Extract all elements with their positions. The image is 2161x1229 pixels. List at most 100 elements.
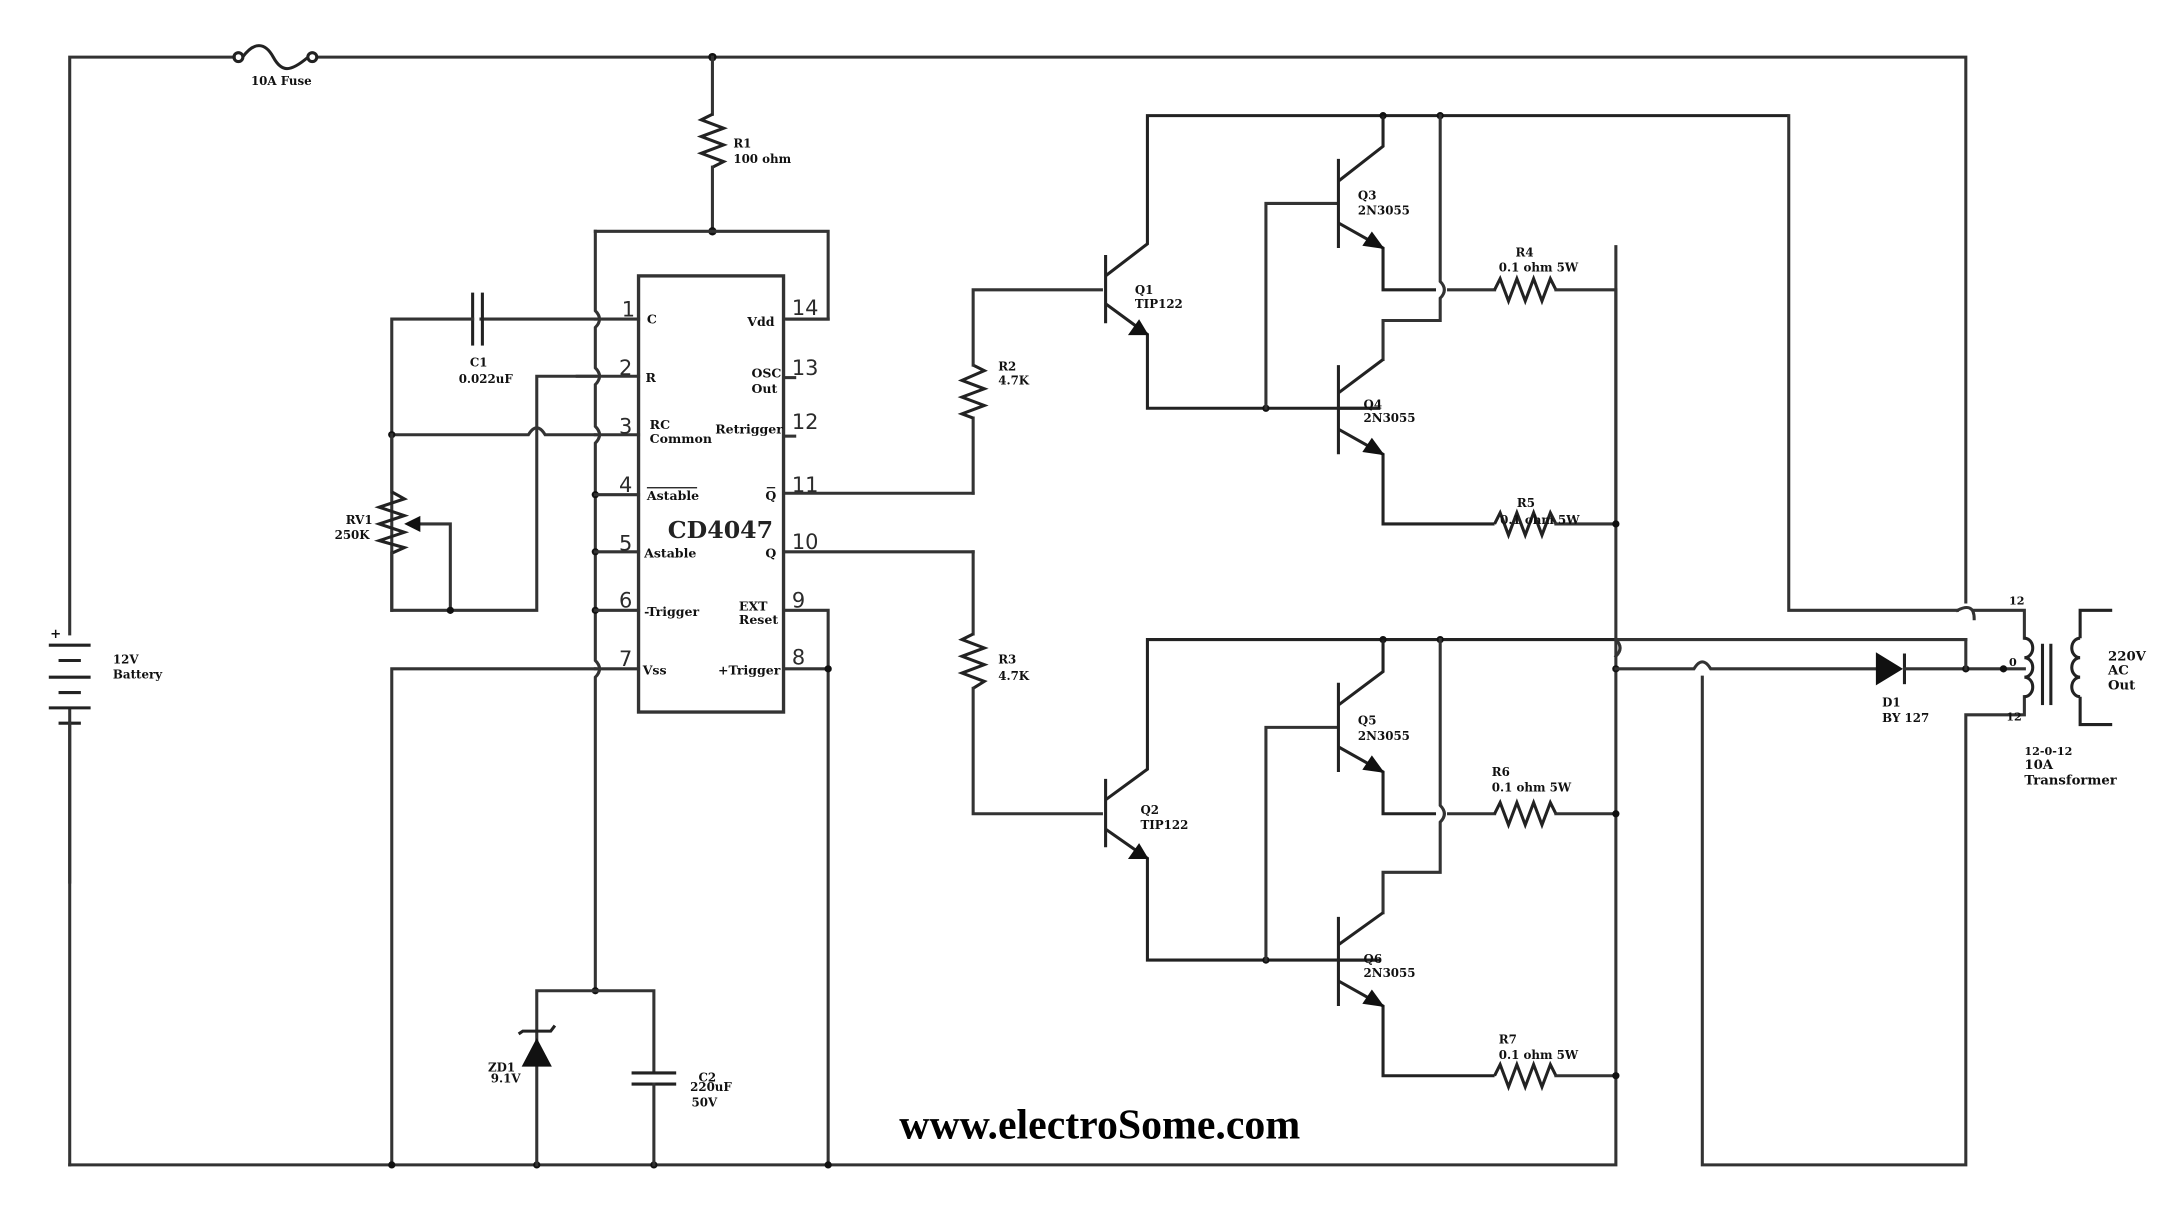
zd1-ref: ZD1 [488,1061,515,1075]
r2-ref: R2 [998,360,1016,374]
d1-part: BY 127 [1882,711,1929,725]
pin-3-label2: Common [650,431,712,446]
r5-value: 0.1 ohm 5W [1500,513,1580,527]
battery-value: 12V [113,652,139,666]
battery-label: Battery [113,668,163,682]
pin-2-label: R [646,370,657,385]
pin-14-label: Vdd [746,314,774,329]
q3-ref: Q3 [1358,188,1377,202]
q5-part: 2N3055 [1358,729,1410,743]
q6-part: 2N3055 [1364,966,1416,980]
tap-bottom: 12 [2006,710,2022,723]
pin-5-label: Astable [643,545,696,560]
pin-13-label: OSC [751,366,781,381]
pin-8-number: 8 [792,646,805,670]
r6-ref: R6 [1492,765,1510,779]
transistor-q4: Q4 2N3055 [1336,358,1495,526]
resistor-r1: R1 100 ohm [696,55,792,233]
r1-ref: R1 [733,137,751,151]
top-positive-rail [68,55,1968,647]
r7-ref: R7 [1499,1033,1517,1047]
q2-ref: Q2 [1140,803,1159,817]
r5-ref: R5 [1517,496,1535,510]
tap-center: 0 [2009,656,2017,669]
r4-value: 0.1 ohm 5W [1499,261,1579,275]
pin-9-number: 9 [792,589,805,613]
c1-value: 0.022uF [459,372,514,386]
q1-ref: Q1 [1135,283,1154,297]
pin-4-number: 4 [619,473,632,497]
r3-value: 4.7K [998,669,1030,683]
pin-3-label: RC [650,417,670,432]
q5-ref: Q5 [1358,714,1377,728]
tap-top: 12 [2009,595,2025,608]
pin-9-label: EXT [739,598,768,613]
battery: + 12V Battery [39,627,163,1167]
c1-ref: C1 [470,355,488,369]
pin-1-number: 1 [622,297,635,321]
fuse-label: 10A Fuse [251,74,312,88]
c2-value: 220uF [690,1080,732,1094]
zener-zd1: ZD1 9.1V [488,1024,557,1086]
pin-12-label: Retrigger [715,421,783,436]
r7-value: 0.1 ohm 5W [1499,1048,1579,1062]
rv1-ref: RV1 [346,513,373,527]
d1-ref: D1 [1882,695,1901,709]
resistor-r5: R5 0.1 ohm 5W [1493,496,1618,540]
c2-rating: 50V [692,1095,718,1109]
battery-plus: + [50,627,61,642]
q4-part: 2N3055 [1364,411,1416,425]
resistor-r2: R2 4.7K [957,288,1103,495]
pin-13-label2: Out [751,381,777,396]
pin-12-number: 12 [792,410,819,434]
fuse: 10A Fuse [232,44,319,88]
watermark: www.electroSome.com [899,1102,1300,1148]
transistor-q6: Q6 2N3055 [1336,911,1495,1078]
q4-ref: Q4 [1364,397,1383,411]
r4-ref: R4 [1515,245,1533,259]
pin-6-label: -Trigger [644,604,699,619]
output-line3: Out [2108,679,2136,694]
q1-part: TIP122 [1135,297,1183,311]
pin-13-number: 13 [792,356,819,380]
pin-8-label: +Trigger [718,662,781,677]
resistor-r7: R7 0.1 ohm 5W [1493,1033,1618,1092]
transformer-current: 10A [2024,758,2053,773]
q6-ref: Q6 [1364,952,1383,966]
capacitor-c1: C1 0.022uF [390,292,597,612]
transistor-q5: Q5 2N3055 [1336,639,1437,816]
pin-1-label: C [647,311,657,326]
potentiometer-rv1: RV1 250K [335,433,454,614]
ic-name: CD4047 [668,516,773,544]
pin-4-label: Astable [646,488,699,503]
c2-ref: C2 [698,1070,716,1084]
transistor-q1: Q1 TIP122 [1104,114,1789,410]
resistor-r4: R4 0.1 ohm 5W [1447,245,1618,526]
resistor-r3: R3 4.7K [957,550,1103,816]
pin-10-label: Q [765,545,776,560]
output-line2: AC [2107,663,2129,678]
ic-cd4047: CD4047 1 2 3 4 5 6 7 C R RC Common Astab… [575,274,975,1167]
r1-value: 100 ohm [733,152,791,166]
pin-2-number: 2 [619,356,632,380]
r2-value: 4.7K [998,374,1030,388]
capacitor-c2: C2 220uF 50V [631,1070,732,1167]
pin-14-number: 14 [792,296,819,320]
output-line1: 220V [2108,649,2147,664]
pin-3-number: 3 [619,414,632,438]
rv1-value: 250K [335,528,371,542]
pin-5-number: 5 [619,531,632,555]
pin-7-number: 7 [619,647,632,671]
r6-value: 0.1 ohm 5W [1492,780,1572,794]
pin-7-label: Vss [642,662,667,677]
r3-ref: R3 [998,652,1016,666]
pin-11-number: 11 [792,473,819,497]
pin-11-label: Q [765,488,776,503]
transformer-label: Transformer [2024,774,2117,789]
zd1-value: 9.1V [491,1072,522,1086]
pin-9-label2: Reset [739,612,778,627]
resistor-r6: R6 0.1 ohm 5W [1447,765,1618,830]
q3-part: 2N3055 [1358,204,1410,218]
transformer: 12 0 12 12-0-12 10A Transformer 220V AC … [2006,595,2146,789]
